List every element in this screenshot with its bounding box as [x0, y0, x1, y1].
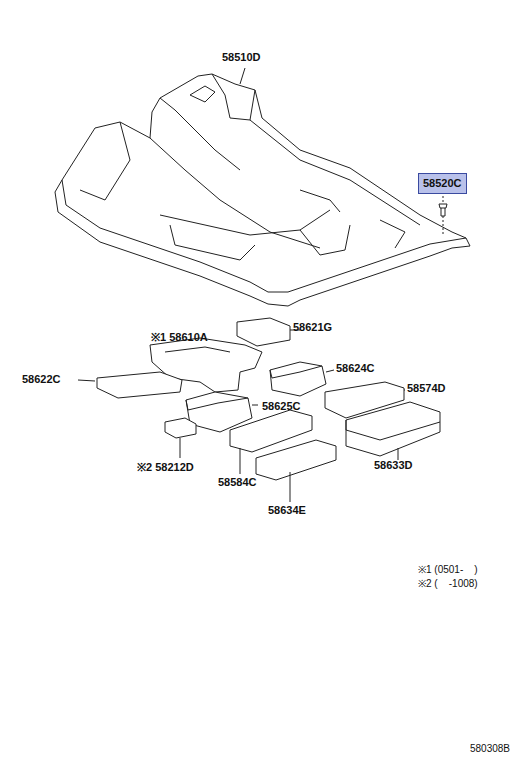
note-text: ※2 ( -1008): [418, 577, 478, 590]
part-number: ※1 58610A: [151, 331, 208, 344]
part-number: 58622C: [22, 373, 61, 386]
part-number: 58510D: [222, 51, 261, 64]
part-number: 58625C: [262, 400, 301, 413]
part-number: 58574D: [407, 382, 446, 395]
part-number: 58624C: [336, 362, 375, 375]
part-number: ※2 58212D: [137, 461, 194, 474]
part-number: 58634E: [268, 504, 306, 517]
part-number: 58520C: [423, 177, 462, 190]
note-text: ※1 (0501- ): [418, 563, 478, 576]
highlighted-part-box: 58520C: [418, 173, 467, 194]
part-number: 58633D: [374, 459, 413, 472]
figure-code: 580308B: [470, 742, 510, 755]
part-number: 58621G: [293, 321, 332, 334]
part-number: 58584C: [218, 476, 257, 489]
